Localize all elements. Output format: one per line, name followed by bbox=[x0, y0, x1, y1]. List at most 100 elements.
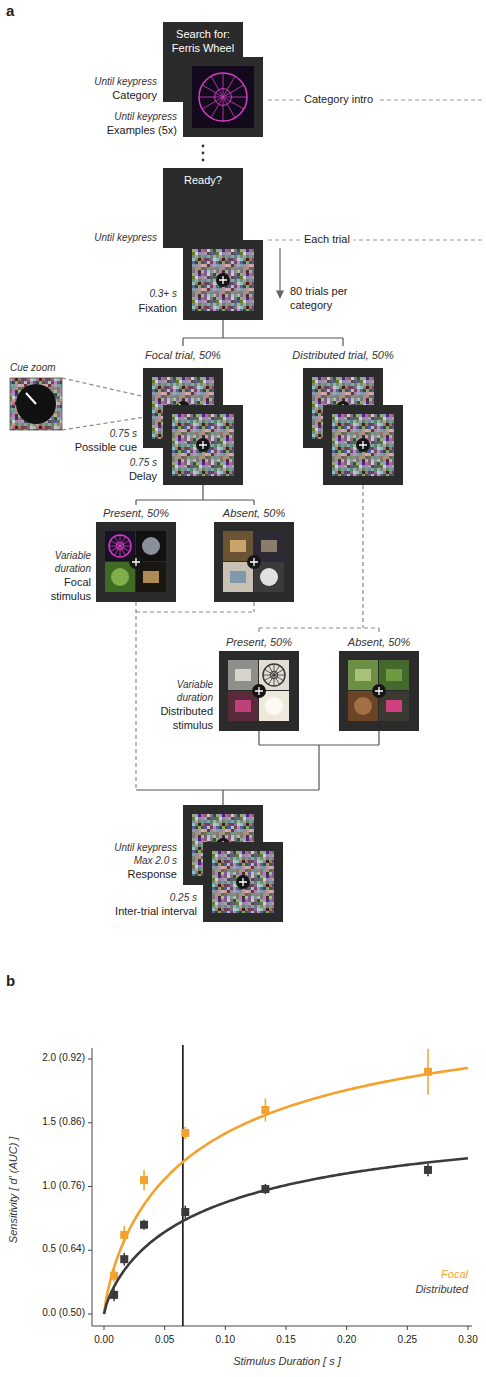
screen-text: Search for: bbox=[166, 27, 240, 41]
screen-label: Distributed stimulus bbox=[145, 705, 213, 733]
screen-label: Category bbox=[17, 89, 157, 103]
branch-label: Absent, 50% bbox=[299, 636, 459, 650]
x-tick bbox=[468, 1326, 469, 1330]
data-point bbox=[424, 1068, 432, 1076]
screen-text: Ferris Wheel bbox=[166, 41, 240, 55]
figure-part bbox=[263, 664, 285, 686]
screen bbox=[323, 405, 403, 485]
legend-entry: Focal bbox=[368, 1268, 468, 1280]
tick-label: 0.05 bbox=[145, 1334, 185, 1347]
x-tick bbox=[286, 1326, 287, 1330]
figure-part bbox=[10, 378, 62, 430]
figure-part bbox=[105, 562, 135, 592]
data-point bbox=[181, 1208, 189, 1216]
figure-part bbox=[211, 76, 223, 97]
flow-line bbox=[136, 485, 254, 505]
figure-part bbox=[203, 842, 283, 922]
figure-part bbox=[136, 531, 166, 561]
ferris-wheel bbox=[199, 73, 247, 121]
figure-part bbox=[223, 531, 253, 561]
section-label: Category intro bbox=[300, 93, 377, 107]
cue-zoom-inset bbox=[10, 378, 62, 430]
tick-label: 2.0 (0.92) bbox=[0, 1052, 85, 1065]
reference-line bbox=[182, 1045, 184, 1326]
figure-part bbox=[199, 73, 247, 121]
figure-part bbox=[202, 152, 205, 155]
data-point bbox=[120, 1231, 128, 1239]
figure-part bbox=[348, 691, 378, 721]
figure-part bbox=[120, 541, 130, 547]
figure-part bbox=[263, 675, 274, 676]
trial-sequence bbox=[10, 22, 482, 922]
figure-part bbox=[274, 675, 285, 676]
figure-part bbox=[223, 85, 244, 97]
figure-part bbox=[120, 535, 121, 546]
screen-label: Response bbox=[37, 868, 177, 882]
figure-part bbox=[228, 691, 258, 721]
figure-part bbox=[235, 669, 251, 681]
figure-part bbox=[379, 660, 409, 690]
figure-part bbox=[254, 531, 284, 561]
figure-part bbox=[16, 384, 56, 424]
screen bbox=[163, 168, 243, 248]
figure-part bbox=[386, 700, 402, 712]
figure-part bbox=[230, 571, 246, 583]
figure-part bbox=[239, 878, 247, 886]
figure-part bbox=[354, 697, 372, 715]
duration-label: Until keypress bbox=[17, 232, 157, 245]
figure-part bbox=[355, 669, 371, 681]
figure-part bbox=[216, 273, 230, 287]
axis-title: Sensitivity [ d′ (AUC) ] bbox=[7, 1090, 21, 1290]
figure-part bbox=[228, 660, 258, 690]
duration-label: Variable duration bbox=[36, 550, 91, 575]
figure-part bbox=[110, 546, 120, 552]
figure-part bbox=[339, 651, 419, 731]
tick-label: 0.15 bbox=[266, 1334, 306, 1347]
figure-part bbox=[269, 665, 275, 675]
axis-title: Stimulus Duration [ s ] bbox=[187, 1355, 387, 1369]
figure-part bbox=[212, 851, 274, 913]
fit-curve bbox=[104, 1068, 468, 1314]
fixation-mark bbox=[196, 438, 210, 452]
sensitivity-chart bbox=[88, 1045, 472, 1330]
ferris-wheel bbox=[109, 535, 131, 557]
duration-label: Until keypress bbox=[37, 111, 177, 124]
legend-entry: Distributed bbox=[368, 1283, 468, 1295]
loop-arrow bbox=[279, 248, 280, 298]
screen bbox=[183, 57, 263, 137]
figure-part bbox=[132, 558, 140, 566]
figure-part bbox=[260, 568, 278, 586]
screen-label: Examples (5x) bbox=[37, 124, 177, 138]
figure-part bbox=[199, 441, 207, 449]
duration-label: Variable duration bbox=[158, 679, 213, 704]
figure-part bbox=[259, 660, 289, 690]
figure-part bbox=[202, 145, 205, 148]
figure-part bbox=[230, 540, 246, 552]
fit-curve bbox=[104, 1158, 468, 1314]
figure-part bbox=[26, 393, 36, 404]
figure-part bbox=[223, 97, 247, 98]
figure-part bbox=[96, 522, 176, 602]
duration-label: 0.25 s bbox=[57, 892, 197, 905]
figure-part bbox=[386, 669, 402, 681]
section-label: Each trial bbox=[300, 233, 354, 247]
figure-part bbox=[196, 438, 210, 452]
figure-part bbox=[223, 73, 224, 97]
figure-part bbox=[214, 522, 294, 602]
tick-label: 0.5 (0.64) bbox=[0, 1243, 85, 1256]
y-tick bbox=[88, 1186, 92, 1187]
figure-part bbox=[274, 675, 280, 685]
fixation-mark bbox=[216, 273, 230, 287]
data-point bbox=[261, 1106, 269, 1114]
figure-part bbox=[372, 684, 386, 698]
fixation-mark bbox=[356, 438, 370, 452]
tick-label: 0.30 bbox=[448, 1334, 486, 1347]
figure-part bbox=[265, 697, 283, 715]
screen-box: Search for:Ferris Wheel bbox=[163, 22, 243, 102]
data-point bbox=[140, 1221, 148, 1229]
tick-label: 0.10 bbox=[205, 1334, 245, 1347]
figure-part bbox=[359, 441, 367, 449]
figure-part bbox=[223, 97, 235, 118]
x-tick bbox=[407, 1326, 408, 1330]
